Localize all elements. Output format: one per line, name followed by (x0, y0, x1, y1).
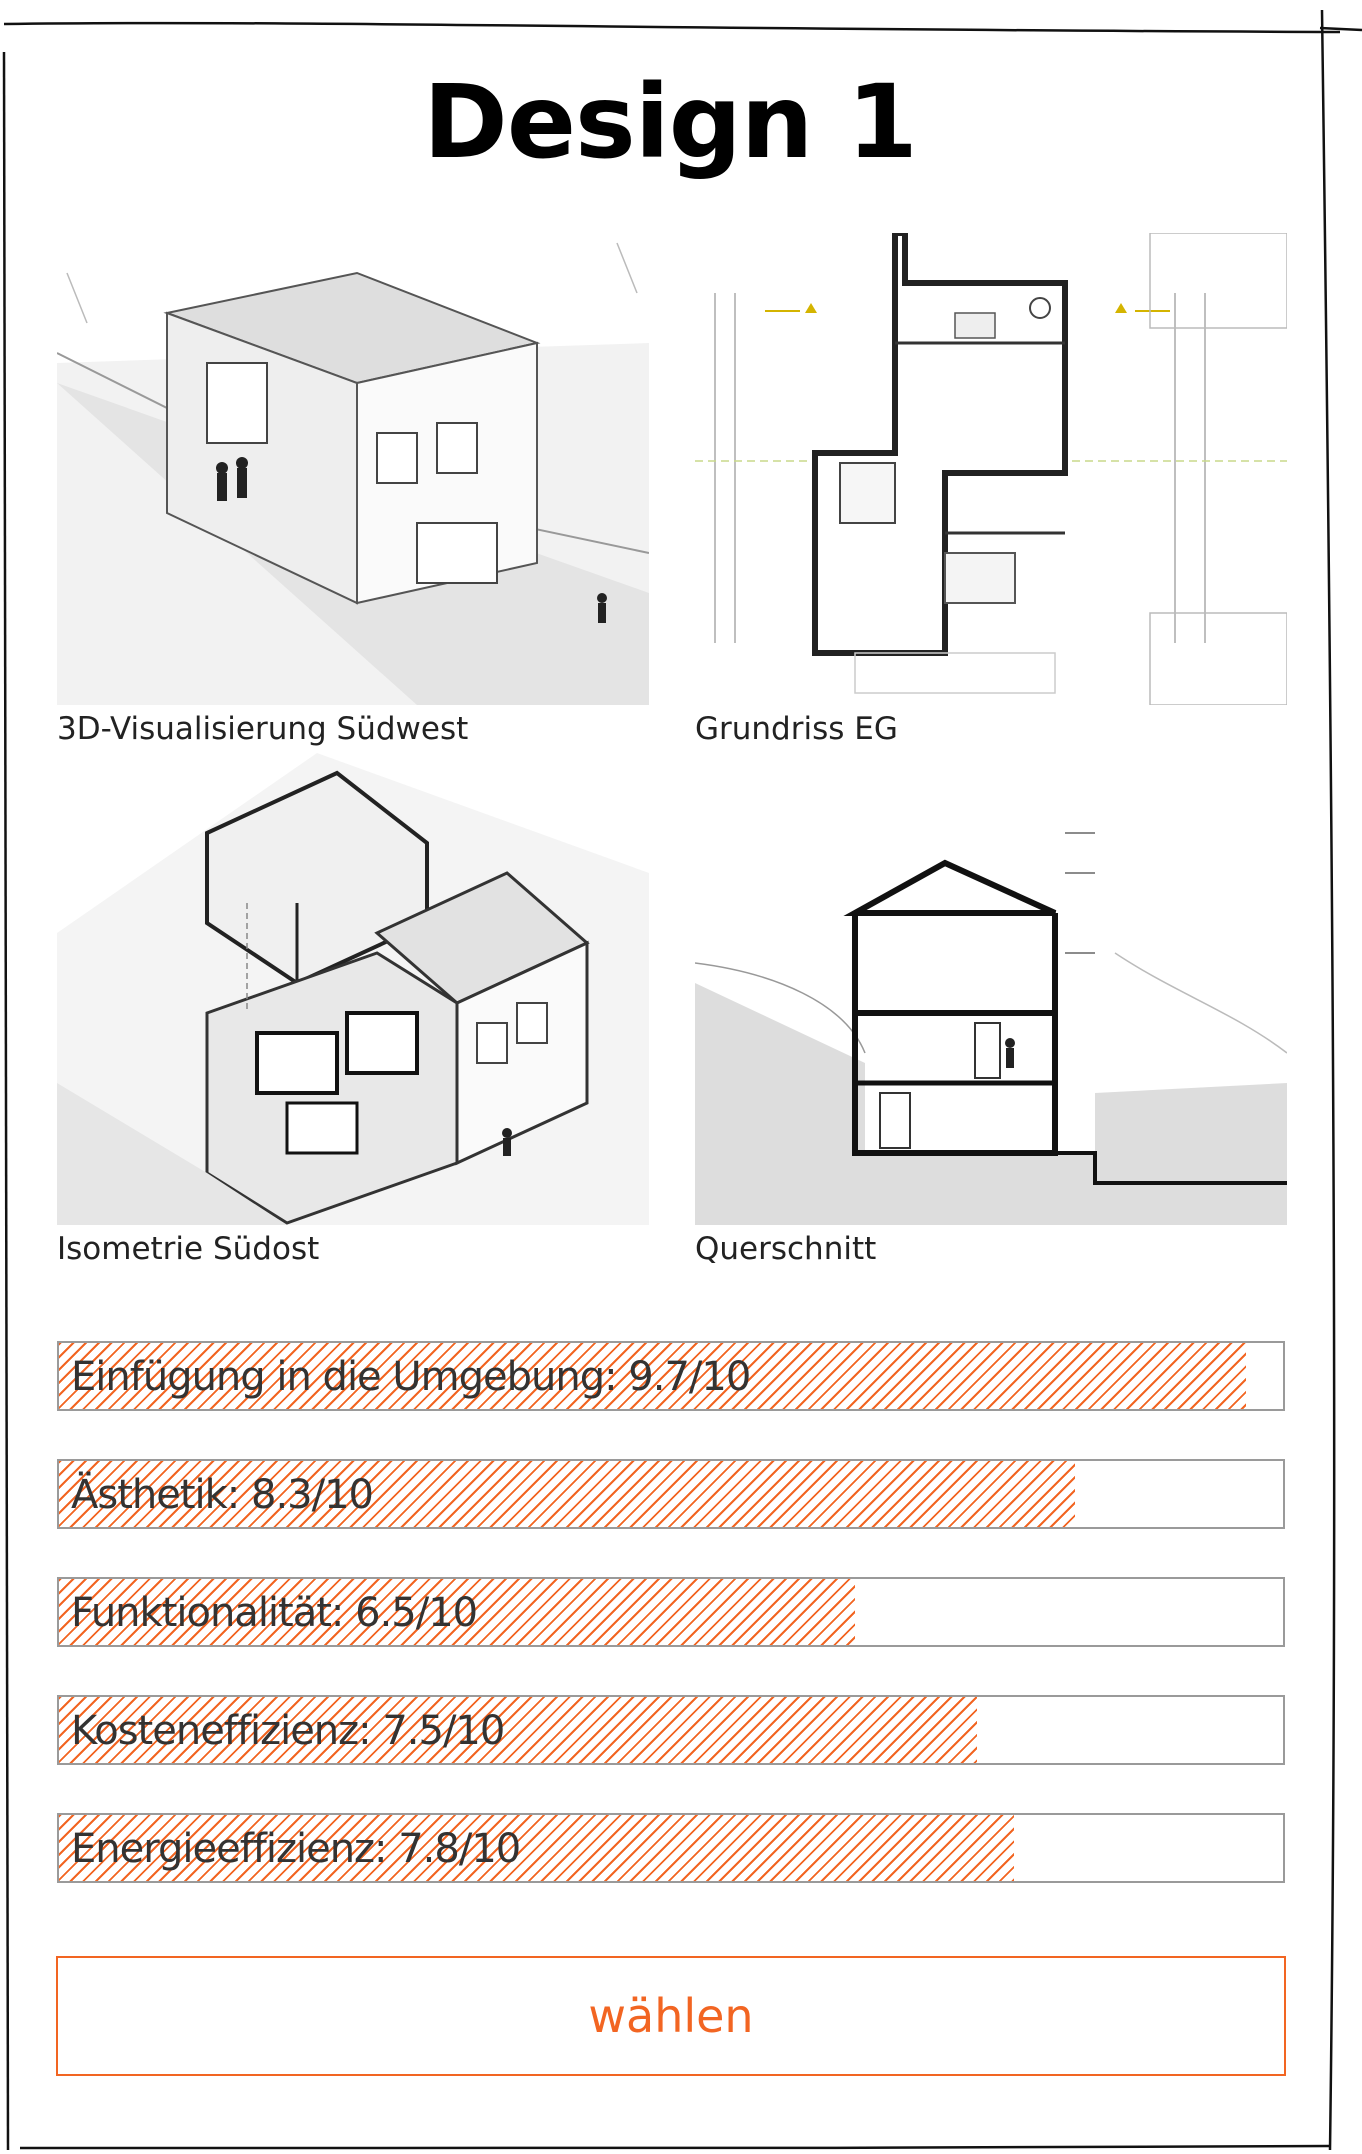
isometric-image[interactable] (57, 753, 649, 1225)
caption-visualization: 3D-Visualisierung Südwest (57, 711, 469, 747)
page-title: Design 1 (423, 63, 918, 182)
rating-bar-context: Einfügung in die Umgebung: 9.7/10 (57, 1341, 1285, 1411)
image-card-visualization[interactable]: 3D-Visualisierung Südwest (57, 233, 649, 753)
rating-fill (59, 1815, 1014, 1881)
rating-bar-functionality: Funktionalität: 6.5/10 (57, 1577, 1285, 1647)
caption-section: Querschnitt (695, 1231, 877, 1267)
caption-isometric: Isometrie Südost (57, 1231, 320, 1267)
choose-button[interactable]: wählen (56, 1956, 1286, 2076)
image-card-floorplan[interactable]: Grundriss EG (695, 233, 1287, 753)
rating-bar-aesthetics: Ästhetik: 8.3/10 (57, 1459, 1285, 1529)
rating-fill (59, 1343, 1247, 1409)
rating-bar-energy-efficiency: Energieeffizienz: 7.8/10 (57, 1813, 1285, 1883)
floorplan-image[interactable] (695, 233, 1287, 705)
rating-label: Kosteneffizienz: 7.5/10 (71, 1708, 505, 1754)
rating-label: Ästhetik: 8.3/10 (71, 1472, 374, 1518)
rating-label: Einfügung in die Umgebung: 9.7/10 (71, 1354, 751, 1400)
caption-floorplan: Grundriss EG (695, 711, 898, 747)
rating-bar-cost-efficiency: Kosteneffizienz: 7.5/10 (57, 1695, 1285, 1765)
rating-fill (59, 1697, 977, 1763)
rating-fill (59, 1579, 855, 1645)
section-image[interactable] (695, 753, 1287, 1225)
rating-label: Energieeffizienz: 7.8/10 (71, 1826, 521, 1872)
visualization-image[interactable] (57, 233, 649, 705)
rating-label: Funktionalität: 6.5/10 (71, 1590, 478, 1636)
rating-fill (59, 1461, 1075, 1527)
image-card-section[interactable]: Querschnitt (695, 753, 1287, 1273)
image-card-isometric[interactable]: Isometrie Südost (57, 753, 649, 1273)
